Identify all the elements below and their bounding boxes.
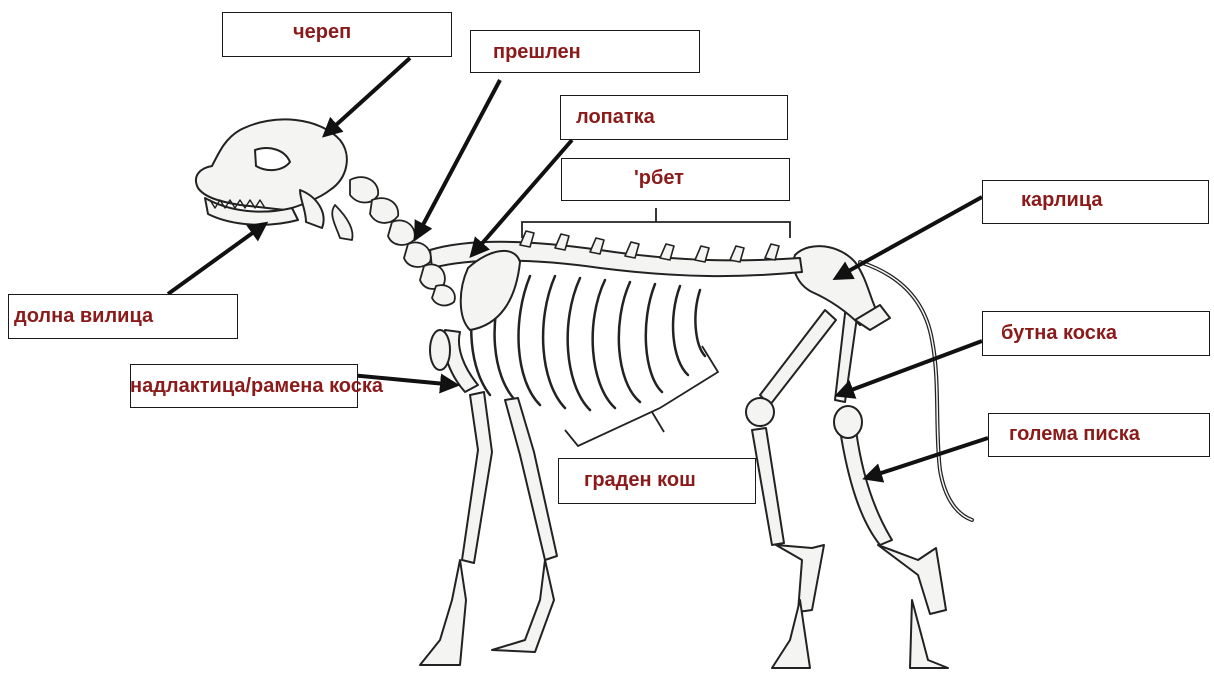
front-radius-left — [505, 398, 557, 560]
tibia-label-text: голема писка — [1009, 423, 1140, 446]
front-radius-right — [462, 392, 492, 563]
ribcage-bracket — [565, 346, 718, 446]
humerus-label: надлактица/рамена коска — [130, 373, 385, 399]
mandible-label-text: долна вилица — [14, 305, 153, 328]
skull-label: череп — [222, 12, 452, 57]
ribcage-label-text: граден кош — [584, 469, 696, 492]
mandible-arrow — [168, 224, 265, 294]
humerus-label-text: надлактица/рамена коска — [130, 375, 383, 397]
scapula-label: лопатка — [560, 95, 788, 140]
vertebra-arrow — [416, 80, 500, 238]
vertebra-label-text: прешлен — [493, 41, 581, 64]
hind-tibia-left — [752, 428, 784, 545]
femur-label: бутна коска — [982, 311, 1210, 356]
tibia-bone — [840, 430, 892, 545]
hind-knee-left — [746, 398, 774, 426]
skull-arrow — [325, 58, 410, 135]
skull-label-text: череп — [293, 21, 351, 44]
spine-label: 'рбет — [561, 158, 790, 201]
hind-femur-left — [760, 310, 836, 405]
femur-arrow — [838, 341, 982, 395]
mandible-label: долна вилица — [8, 294, 238, 339]
tibia-label: голема писка — [988, 413, 1210, 457]
femur-label-text: бутна коска — [1001, 322, 1117, 345]
spine-label-text: 'рбет — [634, 167, 684, 190]
vertebra-label: прешлен — [470, 30, 700, 73]
tibia-arrow — [866, 438, 988, 478]
pelvis-label-text: карлица — [1021, 189, 1103, 212]
hind-knee-right — [834, 406, 862, 438]
ribcage-label: граден кош — [558, 458, 756, 504]
scapula-label-text: лопатка — [576, 106, 655, 129]
pelvis-label: карлица — [982, 180, 1209, 224]
pelvis-arrow — [836, 197, 982, 278]
